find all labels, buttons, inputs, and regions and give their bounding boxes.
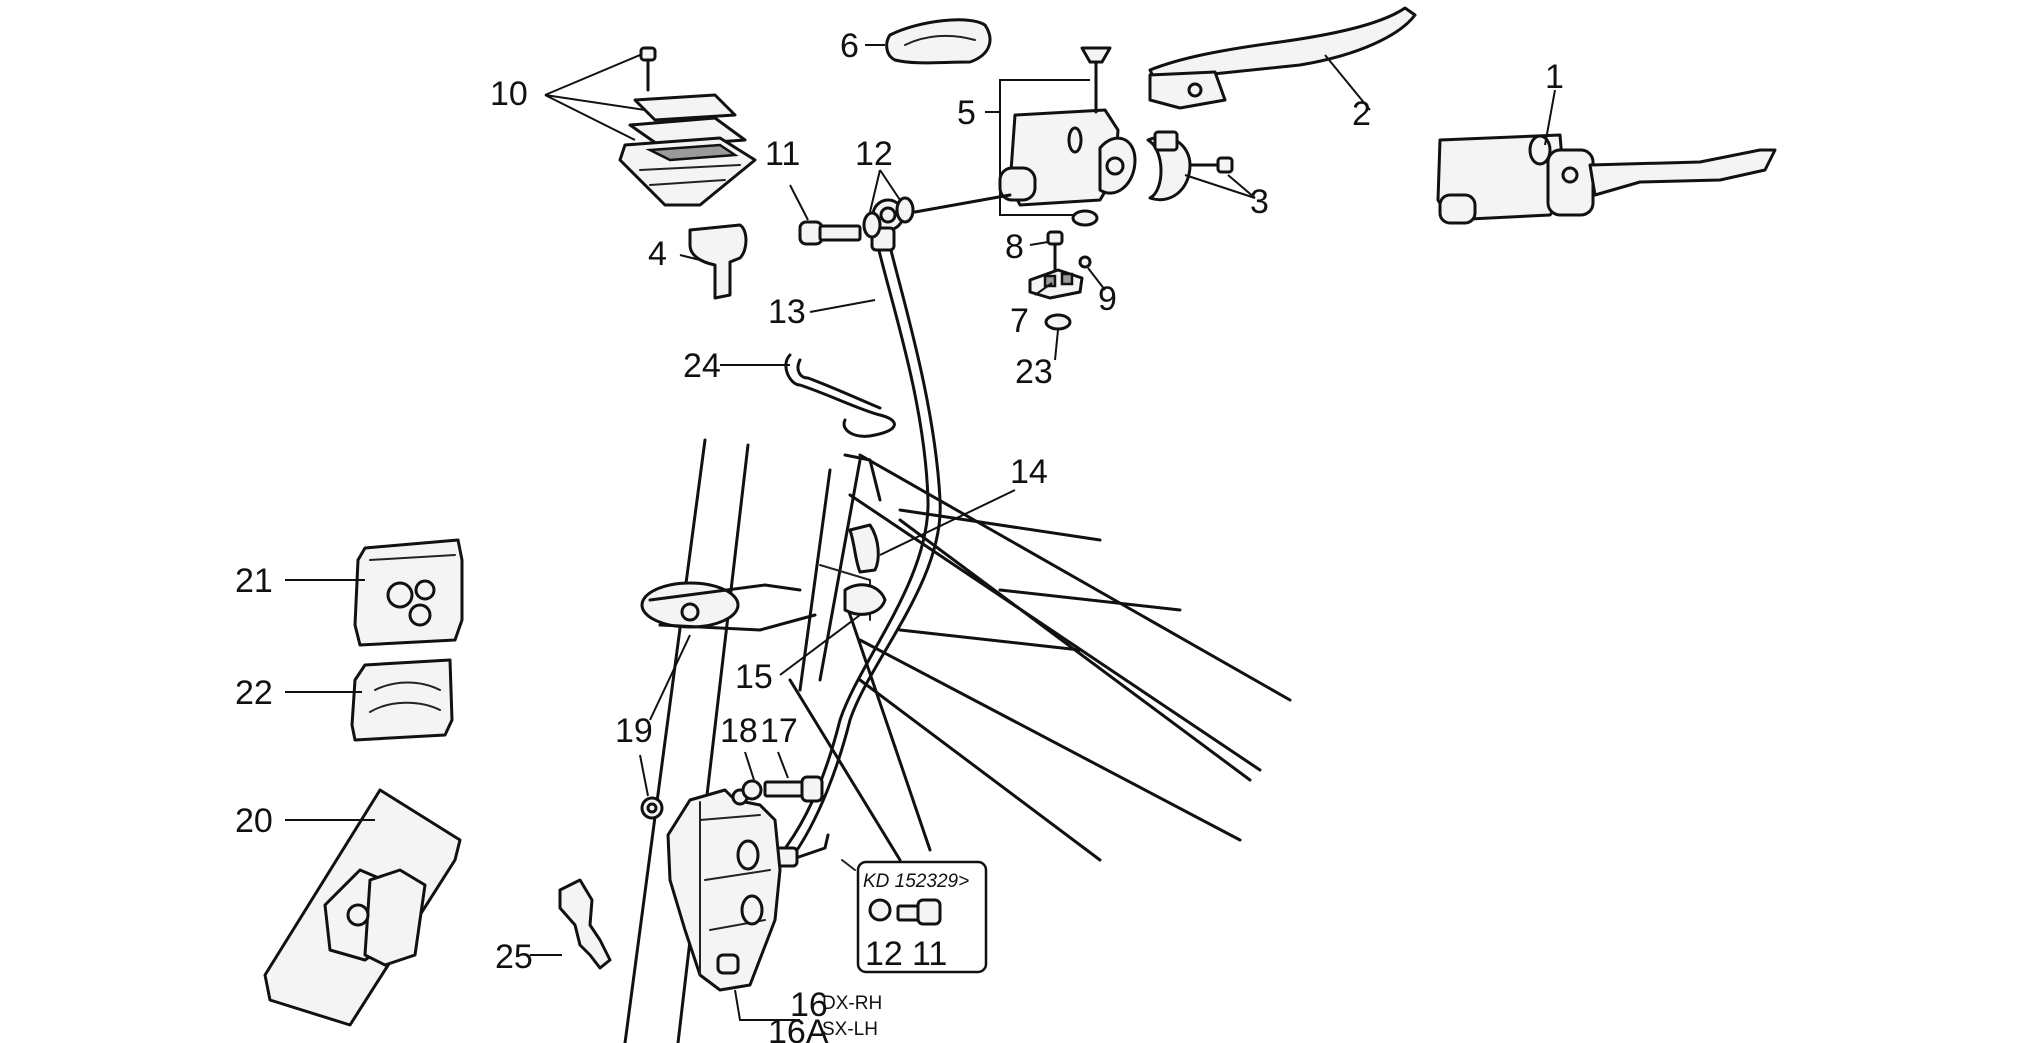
callout-10: 10 [490,75,528,113]
leader-lines [285,44,1556,1021]
kit-box-item-11: 11 [912,935,947,973]
callout-3: 3 [1250,183,1269,221]
callout-13: 13 [768,293,806,331]
callout-9: 9 [1098,280,1117,318]
master-cylinder-body [998,46,1137,227]
callout-16: 16 [790,986,828,1024]
callout-24: 24 [683,347,721,385]
callout-18: 18 [720,712,758,750]
brake-lever [1148,6,1417,110]
callout-6: 6 [840,27,859,65]
callout-23: 23 [1015,353,1053,391]
callout-4: 4 [648,235,667,273]
handlebar-clamp [1146,130,1234,202]
callout-20: 20 [235,802,273,840]
variant-rh: DX-RH [822,993,882,1014]
callout-12: 12 [855,135,893,173]
callout-7: 7 [1010,302,1029,340]
callout-14: 14 [1010,453,1048,491]
repair-kit [353,538,464,647]
callout-16a: 16A [768,1013,829,1043]
frame-tubes [623,438,1292,1043]
seal-kit [350,658,454,742]
caliper-bolts [640,775,824,820]
callout-19: 19 [615,712,653,750]
callout-8: 8 [1005,228,1024,266]
stop-light-switch [1028,230,1092,331]
pad-spring [558,878,612,970]
callout-labels: 1 2 3 4 5 6 7 8 9 10 11 12 13 14 15 16 D… [235,27,1564,1043]
callout-5: 5 [957,94,976,132]
callout-21: 21 [235,562,273,600]
kit-box: KD 152329> 12 11 [841,859,988,974]
callout-1: 1 [1545,58,1564,96]
callout-25: 25 [495,938,533,976]
variant-lh: SX-LH [822,1019,878,1040]
callout-15: 15 [735,658,773,696]
callout-11: 11 [765,135,800,173]
master-cylinder-assembly [1436,133,1777,225]
kit-box-item-12: 12 [865,935,903,973]
reservoir-cap [618,46,757,207]
callout-22: 22 [235,674,273,712]
callout-2: 2 [1352,95,1371,133]
brake-caliper [666,788,782,992]
lever-dust-cap [688,223,748,300]
brake-pads-kit [263,788,462,1027]
callout-17: 17 [760,712,798,750]
lever-cover [885,18,992,65]
kit-box-title: KD 152329> [863,871,969,892]
banjo-bolt [798,193,1012,246]
hose-guide [784,353,896,438]
hose-clamp [843,523,887,616]
